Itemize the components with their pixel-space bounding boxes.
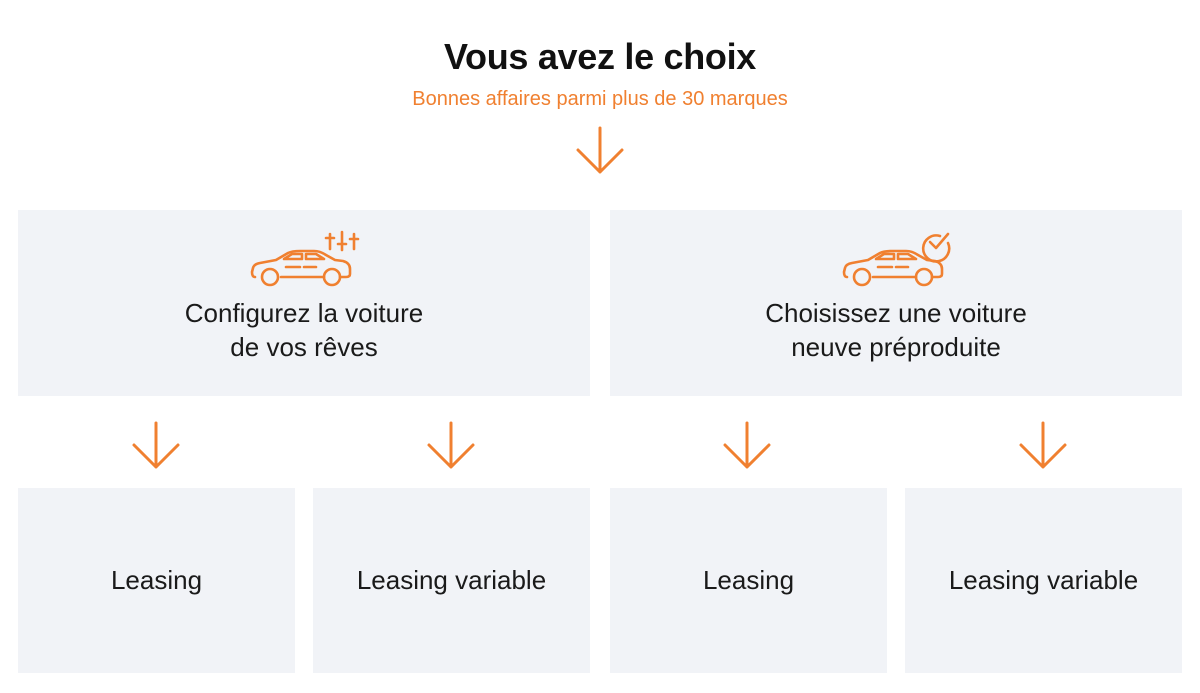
option-configure-line1: Configurez la voiture (184, 298, 424, 328)
configure-leasing-variable-label: Leasing variable (356, 565, 547, 595)
arrow-down-icon (575, 125, 625, 175)
configure-leasing-variable-box[interactable]: Leasing variable (313, 488, 590, 673)
option-configure-label: Configurez la voiture de vos rêves (18, 296, 590, 364)
option-preproduced-label: Choisissez une voiture neuve préproduite (610, 296, 1182, 364)
preproduced-leasing-box[interactable]: Leasing (610, 488, 887, 673)
configure-leasing-label: Leasing (110, 565, 203, 595)
option-preproduced[interactable]: Choisissez une voiture neuve préproduite (610, 210, 1182, 396)
page-subtitle: Bonnes affaires parmi plus de 30 marques (412, 88, 788, 110)
preproduced-leasing-variable-label: Leasing variable (948, 565, 1139, 595)
preproduced-leasing-variable-box[interactable]: Leasing variable (905, 488, 1182, 673)
arrow-down-icon (131, 420, 181, 470)
option-configure-line2: de vos rêves (230, 332, 378, 362)
car-configure-icon (244, 230, 364, 300)
option-preproduced-line2: neuve préproduite (791, 332, 1001, 362)
car-check-icon (836, 230, 956, 300)
page-title: Vous avez le choix (443, 36, 757, 77)
option-configure[interactable]: Configurez la voiture de vos rêves (18, 210, 590, 396)
arrow-down-icon (426, 420, 476, 470)
option-preproduced-line1: Choisissez une voiture (765, 298, 1027, 328)
preproduced-leasing-label: Leasing (702, 565, 795, 595)
configure-leasing-box[interactable]: Leasing (18, 488, 295, 673)
arrow-down-icon (722, 420, 772, 470)
arrow-down-icon (1018, 420, 1068, 470)
